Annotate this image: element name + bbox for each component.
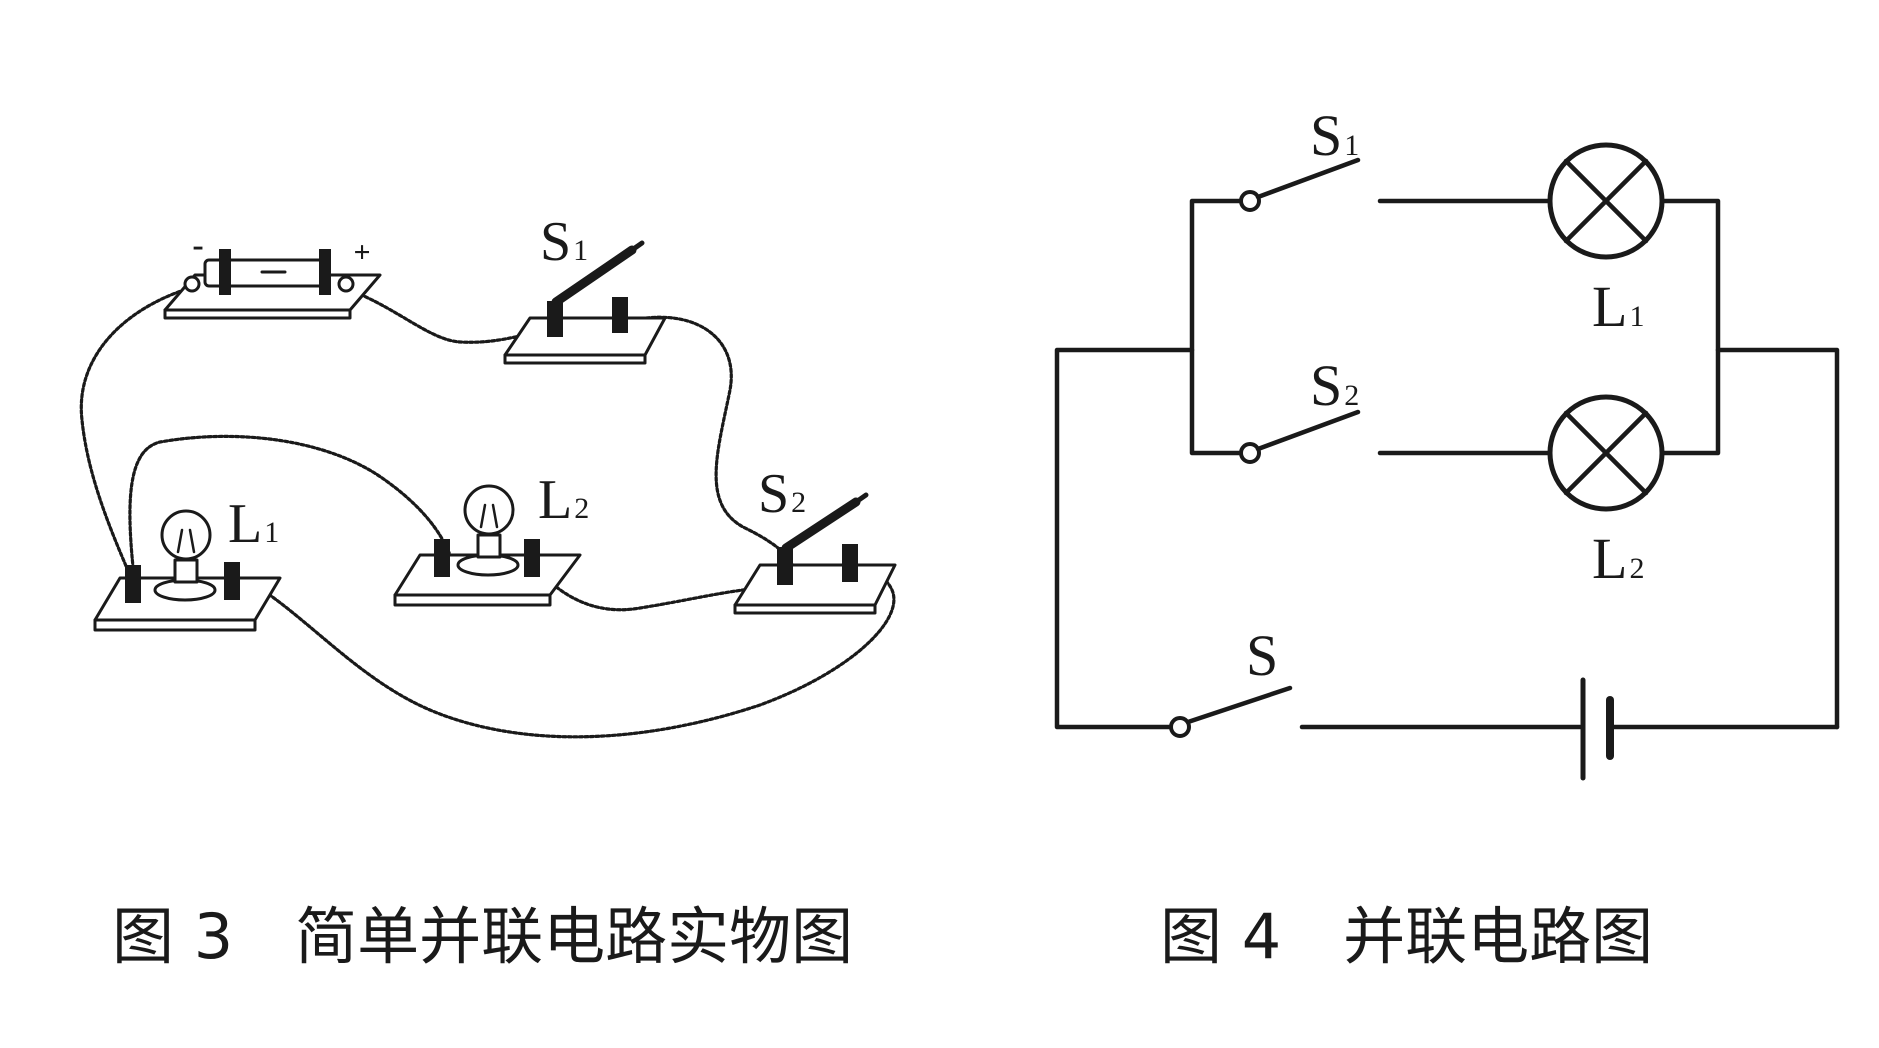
wire-lamp1-to-lamp2	[128, 434, 452, 587]
s2-schematic-label: S2	[1310, 353, 1359, 418]
s1-schematic-label: S1	[1310, 103, 1359, 168]
battery-plus-label: +	[353, 236, 370, 269]
lamp-holder-l2	[393, 484, 582, 607]
wire-lamp2-to-switch2	[546, 578, 762, 612]
battery-minus-label: -	[192, 227, 203, 264]
wire-lamp1-to-switch2-bottom	[253, 569, 896, 739]
s-schematic-label: S	[1246, 623, 1278, 688]
switch-s2-symbol	[1239, 409, 1361, 464]
wire-battery-minus-to-lamp1	[79, 286, 192, 582]
battery-symbol	[1580, 677, 1614, 781]
lamp-l2-symbol	[1547, 394, 1665, 512]
s2-physical-label: S2	[758, 463, 806, 525]
main-switch-s-symbol	[1169, 685, 1293, 738]
figure3-physical-circuit: - + S1 S2	[79, 211, 897, 973]
figure4-schematic: S1 L1 S2 L2 S 图 4 并联电路	[1054, 103, 1840, 973]
knife-switch-s1	[503, 240, 667, 365]
battery	[163, 249, 382, 320]
s1-physical-label: S1	[540, 211, 588, 273]
lamp-holder-l1	[93, 509, 282, 632]
l2-physical-label: L2	[538, 469, 589, 531]
lamp-l1-symbol	[1547, 142, 1665, 260]
outer-loop-left	[1054, 347, 1195, 730]
wire-battery-plus-to-switch1	[348, 288, 542, 344]
l1-schematic-label: L1	[1592, 274, 1644, 339]
figure4-caption: 图 4 并联电路图	[1160, 900, 1653, 973]
knife-switch-s2	[733, 492, 897, 615]
left-parallel-bus	[1189, 198, 1243, 456]
outer-loop-right	[1715, 347, 1840, 730]
wire-switch1-to-switch2	[623, 315, 794, 567]
figure3-caption: 图 3 简单并联电路实物图	[112, 900, 853, 973]
right-parallel-bus	[1660, 198, 1721, 456]
switch-s1-symbol	[1239, 157, 1361, 212]
l2-schematic-label: L2	[1592, 526, 1644, 591]
l1-physical-label: L1	[228, 493, 279, 555]
